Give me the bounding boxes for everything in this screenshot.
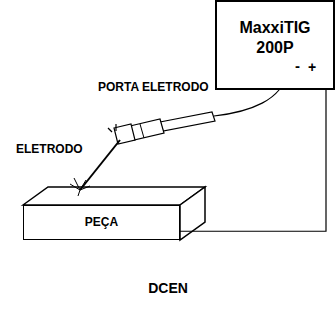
holder-label: PORTA ELETRODO: [98, 80, 209, 94]
ground-cable: [180, 90, 326, 231]
piece-side: [180, 187, 205, 240]
piece-top: [23, 187, 205, 205]
electrode-holder: [108, 112, 215, 144]
electrode-rod: [80, 140, 120, 190]
welding-machine: MaxxiTIG 200P: [215, 0, 335, 90]
electrode-label: ELETRODO: [16, 142, 96, 156]
positive-sign: +: [308, 59, 320, 75]
negative-sign: -: [295, 58, 305, 74]
workpiece: PEÇA: [23, 205, 180, 240]
arc-sparks: [70, 178, 90, 196]
node-text: MaxxiTIG 200P: [221, 18, 329, 58]
node-text: PEÇA: [28, 215, 175, 230]
polarity-label: DCEN: [118, 280, 218, 297]
